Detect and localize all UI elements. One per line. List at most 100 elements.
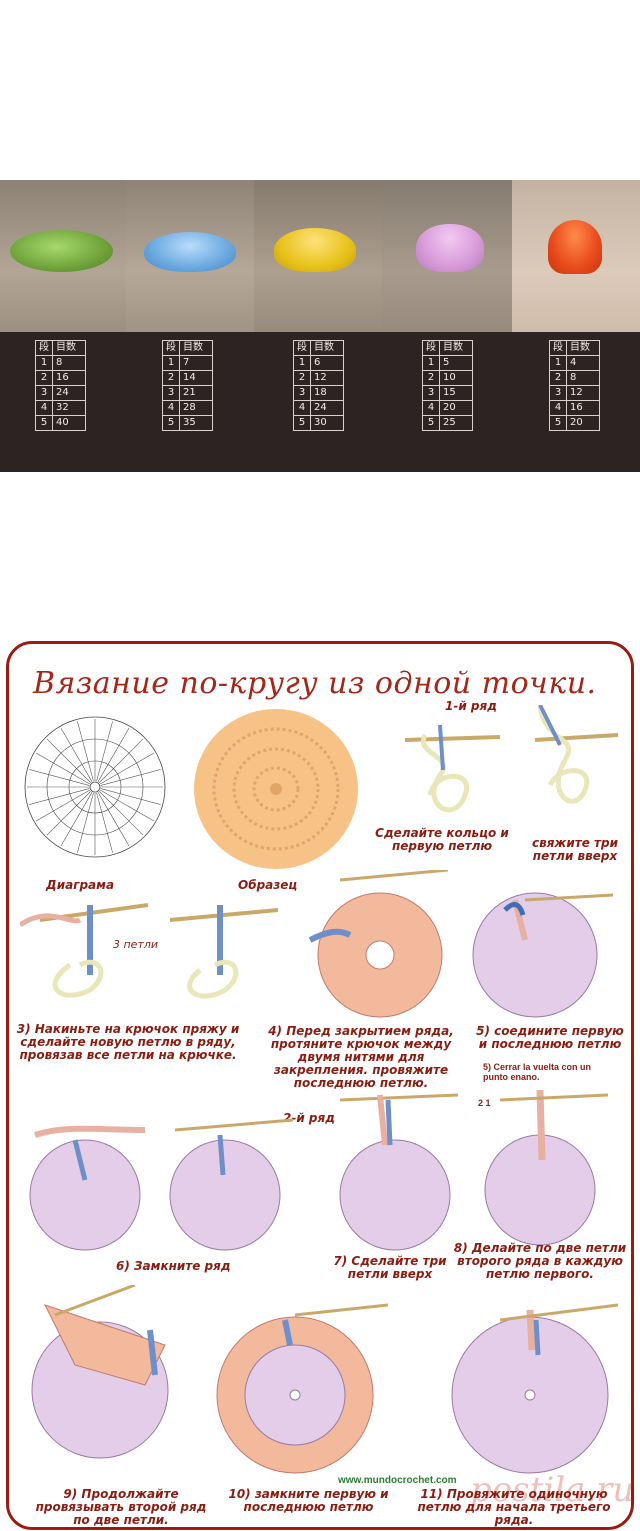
chart-stitch-line — [99, 738, 144, 783]
row-number-cell: 4 — [35, 400, 53, 416]
row-number-cell: 5 — [549, 415, 567, 431]
step11-illustration — [451, 1303, 619, 1474]
chart-stitch-line — [96, 792, 113, 853]
chart-stitch-line — [46, 791, 91, 836]
chart-stitch-line — [97, 727, 130, 782]
row-number-cell: 5 — [422, 415, 440, 431]
row-number-cell: 3 — [162, 385, 180, 401]
guide-title: Вязание по-кругу из одной точки. — [33, 666, 597, 701]
stitch-count-cell: 28 — [179, 400, 213, 416]
row-number-cell: 1 — [35, 355, 53, 371]
stitch-count-cell: 40 — [52, 415, 86, 431]
stitch-count-cell: 6 — [310, 355, 344, 371]
step8-caption: 8) Делайте по две петли второго ряда в к… — [453, 1241, 627, 1281]
blue-crochet-dome — [144, 232, 236, 272]
row2-label: 2-й ряд — [283, 1111, 335, 1125]
row-number-cell: 2 — [549, 370, 567, 386]
photo-yellow-dome — [254, 180, 382, 332]
stitch-count-cell: 5 — [439, 355, 473, 371]
step6-caption: 6) Замкните ряд — [116, 1259, 231, 1273]
step4-illustration — [308, 870, 449, 1018]
row-number-cell: 3 — [549, 385, 567, 401]
row-number-cell: 1 — [162, 355, 180, 371]
stitch-count-cell: 4 — [566, 355, 600, 371]
table-header-cell: 目数 — [310, 340, 344, 356]
stitch-count-cell: 32 — [52, 400, 86, 416]
stitch-count-cell: 12 — [566, 385, 600, 401]
stitch-count-cell: 14 — [179, 370, 213, 386]
row-number-cell: 3 — [35, 385, 53, 401]
photo-blue-dome — [126, 180, 254, 332]
chart-stitch-line — [35, 752, 90, 785]
stitch-count-cell: 25 — [439, 415, 473, 431]
stitch-count-cell: 15 — [439, 385, 473, 401]
three-loops-label: 3 петли — [113, 938, 159, 951]
step8-illustration — [484, 1089, 609, 1246]
row-number-cell: 2 — [422, 370, 440, 386]
chart-stitch-line — [99, 791, 144, 836]
step4-caption: 4) Перед закрытием ряда, протяните крючо… — [268, 1024, 454, 1090]
red-crochet-cone — [548, 220, 602, 274]
row-number-cell: 4 — [162, 400, 180, 416]
chart-stitch-line — [60, 727, 93, 782]
table-header-cell: 目数 — [439, 340, 473, 356]
pink-crochet-cone — [416, 224, 484, 272]
step3-caption: 3) Накиньте на крючок пряжу и сделайте н… — [16, 1022, 240, 1062]
stitch-count-cell: 12 — [310, 370, 344, 386]
row-number-cell: 3 — [422, 385, 440, 401]
chart-stitch-line — [96, 721, 113, 782]
stitch-count-cell: 35 — [179, 415, 213, 431]
sample-label: Образец — [238, 878, 298, 892]
step1-caption: Сделайте кольцо и первую петлю — [375, 826, 509, 853]
step11-caption: 11) Провяжите одиночную петлю для начала… — [417, 1487, 611, 1527]
step6a-illustration — [29, 1125, 146, 1251]
step2-caption: свяжите три петли вверх — [532, 836, 618, 863]
step6b-illustration — [169, 1118, 294, 1251]
row-number-cell: 3 — [293, 385, 311, 401]
step5-spanish-caption: 5) Cerrar la vuelta con un punto enano. — [483, 1062, 592, 1082]
row-number-cell: 1 — [549, 355, 567, 371]
step8-num-labels: 2 1 — [478, 1098, 491, 1108]
step7-caption: 7) Сделайте три петли вверх — [333, 1254, 447, 1281]
chart-stitch-line — [100, 752, 155, 785]
step5-illustration — [472, 892, 614, 1018]
chart-stitch-line — [29, 788, 90, 805]
stitch-count-cell: 20 — [439, 400, 473, 416]
table-header-cell: 段 — [162, 340, 180, 356]
stitch-count-cell: 24 — [52, 385, 86, 401]
chart-stitch-line — [35, 789, 90, 822]
step2-illustration — [534, 705, 619, 804]
table-header-cell: 段 — [549, 340, 567, 356]
row-number-cell: 1 — [422, 355, 440, 371]
step9-illustration — [31, 1285, 169, 1459]
table-header-cell: 段 — [35, 340, 53, 356]
photo-green-disc — [0, 180, 126, 332]
table-header-cell: 目数 — [179, 340, 213, 356]
row-number-cell: 4 — [293, 400, 311, 416]
green-crochet-disc — [10, 230, 113, 272]
row-number-cell: 1 — [293, 355, 311, 371]
stitch-count-cell: 8 — [52, 355, 86, 371]
row-number-cell: 2 — [293, 370, 311, 386]
